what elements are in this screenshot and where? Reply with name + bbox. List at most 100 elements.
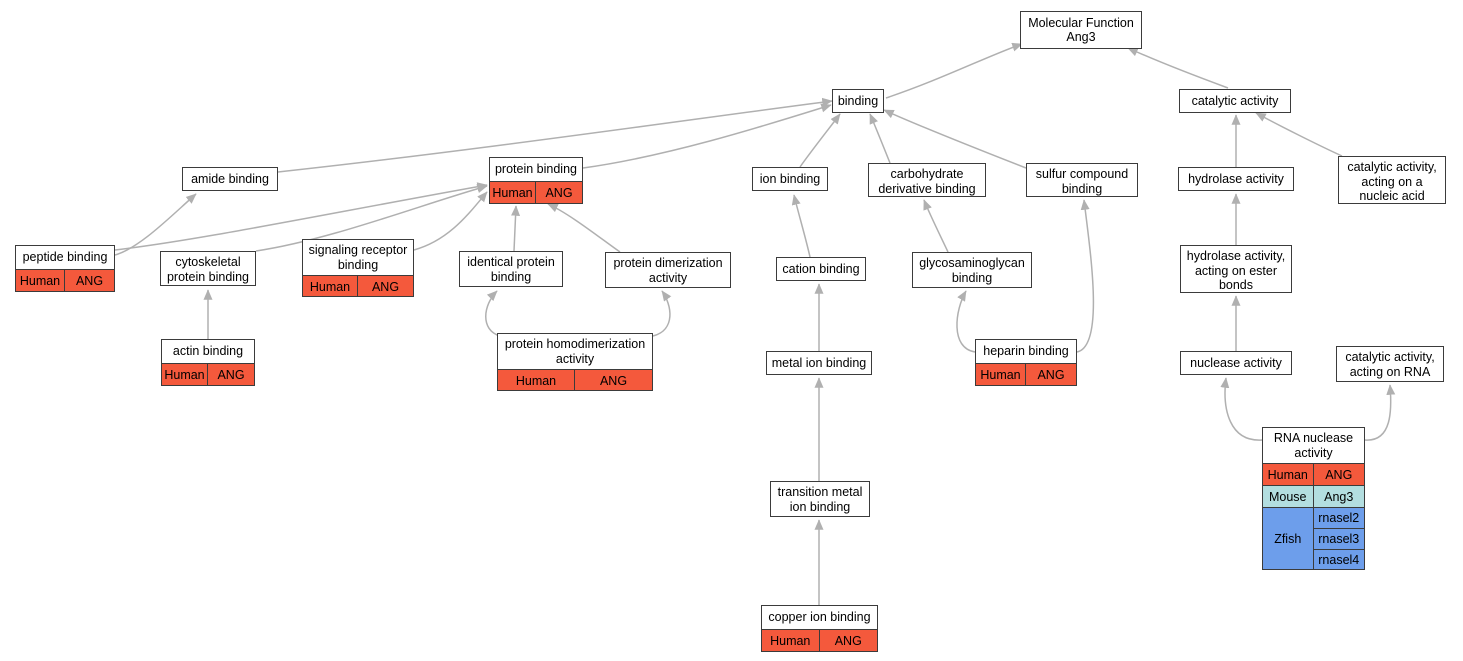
annotation-row[interactable]: Human ANG xyxy=(490,181,582,203)
go-node-nuclease-activity[interactable]: nuclease activity xyxy=(1180,351,1292,375)
edge-ion-binding-to-binding xyxy=(799,113,841,168)
gene-list: Ang3 xyxy=(1314,486,1365,507)
go-node-label: catalytic activity xyxy=(1180,90,1290,112)
gene-list: ANG xyxy=(1314,464,1365,485)
edge-catalytic-activity-to-molecular-function-ang3 xyxy=(1127,47,1229,89)
go-node-label: catalytic activity, acting on RNA xyxy=(1337,347,1443,381)
annotation-row[interactable]: Human ANG xyxy=(976,363,1076,385)
species-label: Human xyxy=(1263,464,1314,485)
gene-label[interactable]: ANG xyxy=(75,273,104,288)
go-node-hydrolase-activity[interactable]: hydrolase activity xyxy=(1178,167,1294,191)
gene-label[interactable]: ANG xyxy=(599,373,628,388)
go-node-hydrolase-activity-ester-bonds[interactable]: hydrolase activity, acting on ester bond… xyxy=(1180,245,1292,293)
go-node-ion-binding[interactable]: ion binding xyxy=(752,167,828,191)
species-label: Human xyxy=(490,182,536,203)
go-node-label: peptide binding xyxy=(16,246,114,269)
go-node-label: cation binding xyxy=(777,258,865,280)
go-node-label: identical protein binding xyxy=(460,252,562,286)
edge-signaling-receptor-binding-to-protein-binding xyxy=(413,191,488,251)
gene-list: ANG xyxy=(208,364,254,385)
gene-label[interactable]: ANG xyxy=(1037,367,1065,382)
go-node-label: RNA nuclease activity xyxy=(1263,428,1364,463)
go-node-label: metal ion binding xyxy=(767,352,871,374)
go-node-label: nuclease activity xyxy=(1181,352,1291,374)
go-node-transition-metal-ion-binding[interactable]: transition metal ion binding xyxy=(770,481,870,517)
go-node-carbohydrate-derivative-binding[interactable]: carbohydrate derivative binding xyxy=(868,163,986,197)
go-node-cation-binding[interactable]: cation binding xyxy=(776,257,866,281)
go-node-metal-ion-binding[interactable]: metal ion binding xyxy=(766,351,872,375)
go-node-catalytic-activity-nucleic-acid[interactable]: catalytic activity, acting on a nucleic … xyxy=(1338,156,1446,204)
gene-label[interactable]: rnasel3 xyxy=(1313,528,1364,549)
edge-sulfur-compound-binding-to-binding xyxy=(883,109,1027,169)
edge-peptide-binding-to-amide-binding xyxy=(114,193,197,256)
go-node-glycosaminoglycan-binding[interactable]: glycosaminoglycan binding xyxy=(912,252,1032,288)
go-node-label: ion binding xyxy=(753,168,827,190)
edge-cation-binding-to-ion-binding xyxy=(791,194,811,258)
gene-list: ANG xyxy=(575,370,652,390)
go-node-cytoskeletal-protein-binding[interactable]: cytoskeletal protein binding xyxy=(160,251,256,286)
go-node-identical-protein-binding[interactable]: identical protein binding xyxy=(459,251,563,287)
species-label: Human xyxy=(498,370,575,390)
edge-rna-nuclease-activity-to-catalytic-activity-rna xyxy=(1364,384,1396,441)
gene-label[interactable]: rnasel4 xyxy=(1313,549,1364,569)
species-label: Human xyxy=(976,364,1026,385)
edge-protein-binding-to-binding xyxy=(582,103,832,169)
annotation-row[interactable]: Human ANG xyxy=(1263,463,1364,485)
go-node-amide-binding[interactable]: amide binding xyxy=(182,167,278,191)
edge-peptide-binding-to-protein-binding xyxy=(114,182,488,251)
go-node-label: glycosaminoglycan binding xyxy=(913,253,1031,287)
go-node-label: heparin binding xyxy=(976,340,1076,363)
go-node-label: actin binding xyxy=(162,340,254,363)
go-node-molecular-function-ang3[interactable]: Molecular Function Ang3 xyxy=(1020,11,1142,49)
edge-protein-homodimerization-activity-to-identical-protein-binding xyxy=(485,290,501,337)
gene-label[interactable]: Ang3 xyxy=(1324,489,1354,504)
species-label: Human xyxy=(762,630,820,651)
gene-list: ANG xyxy=(65,270,114,291)
gene-label[interactable]: ANG xyxy=(217,367,245,382)
gene-list: ANG xyxy=(1026,364,1076,385)
gene-label[interactable]: ANG xyxy=(545,185,573,200)
go-node-label: protein binding xyxy=(490,158,582,181)
go-node-label: carbohydrate derivative binding xyxy=(869,164,985,196)
annotation-row[interactable]: Human ANG xyxy=(762,629,877,651)
go-node-sulfur-compound-binding[interactable]: sulfur compound binding xyxy=(1026,163,1138,197)
edge-identical-protein-binding-to-protein-binding xyxy=(511,205,521,252)
go-node-binding[interactable]: binding xyxy=(832,89,884,113)
gene-label[interactable]: rnasel2 xyxy=(1318,511,1360,525)
edge-heparin-binding-to-sulfur-compound-binding xyxy=(1076,199,1095,353)
annotation-row[interactable]: Human ANG xyxy=(498,369,652,390)
gene-label[interactable]: ANG xyxy=(1325,467,1353,482)
go-node-label: binding xyxy=(833,90,883,112)
go-node-label: Molecular Function Ang3 xyxy=(1021,12,1141,48)
edge-carbohydrate-derivative-binding-to-binding xyxy=(869,113,891,164)
annotation-row[interactable]: Mouse Ang3 xyxy=(1263,485,1364,507)
gene-list: ANG xyxy=(820,630,878,651)
gene-list: ANG xyxy=(358,276,413,296)
go-node-label: hydrolase activity xyxy=(1179,168,1293,190)
go-node-protein-dimerization-activity[interactable]: protein dimerization activity xyxy=(605,252,731,288)
gene-label[interactable]: ANG xyxy=(371,279,400,294)
edge-binding-to-molecular-function-ang3 xyxy=(885,42,1023,99)
gene-label[interactable]: ANG xyxy=(834,633,862,648)
edge-rna-nuclease-activity-to-nuclease-activity xyxy=(1220,377,1263,441)
go-node-label: cytoskeletal protein binding xyxy=(161,252,255,285)
go-node-catalytic-activity-rna[interactable]: catalytic activity, acting on RNA xyxy=(1336,346,1444,382)
species-label: Mouse xyxy=(1263,486,1314,507)
go-node-label: copper ion binding xyxy=(762,606,877,629)
go-node-catalytic-activity[interactable]: catalytic activity xyxy=(1179,89,1291,113)
go-node-label: protein homodimerization activity xyxy=(498,334,652,369)
